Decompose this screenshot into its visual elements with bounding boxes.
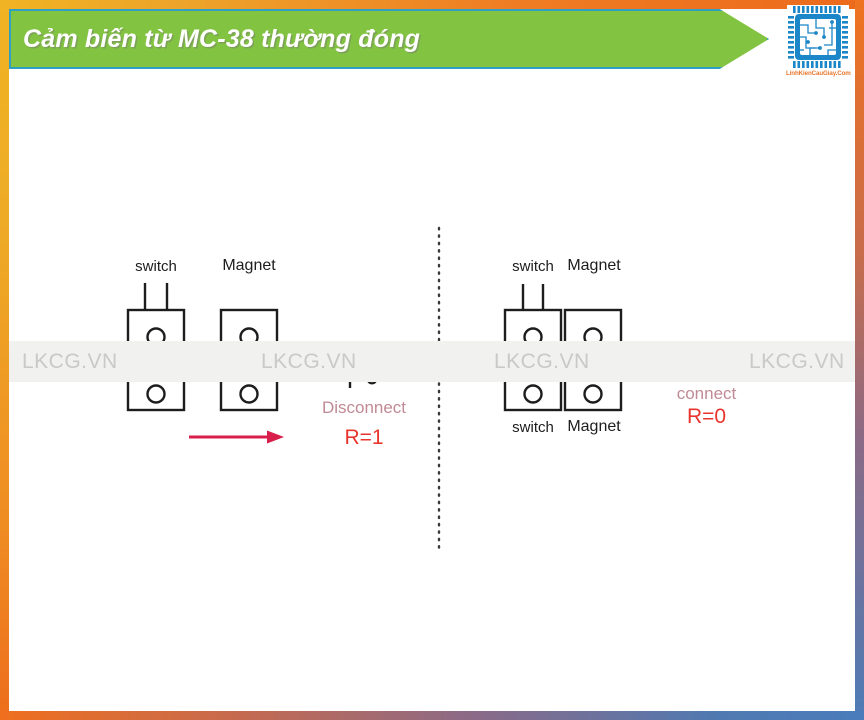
page-border-top	[0, 0, 864, 9]
site-logo[interactable]: LinhKienCauGiay.Com	[786, 4, 851, 86]
sensor-diagram: switch Magnet Disconnect R=1 switch Magn…	[9, 78, 855, 711]
right-state-label: connect	[676, 384, 737, 403]
microchip-icon	[787, 5, 849, 69]
right-switch-label-bottom: switch	[512, 419, 554, 436]
page-border-bottom	[0, 711, 864, 720]
right-magnet-label-bottom: Magnet	[567, 418, 621, 435]
left-switch-label: switch	[135, 258, 177, 275]
title-banner-arrow-shape	[9, 9, 769, 69]
page-title: Cảm biến từ MC-38 thường đóng	[23, 24, 421, 53]
left-resistance-label: R=1	[344, 426, 384, 449]
right-magnet-label-top: Magnet	[567, 257, 621, 274]
logo-caption: LinhKienCauGiay.Com	[786, 70, 851, 77]
page-border-left	[0, 0, 9, 712]
right-switch-label-top: switch	[512, 258, 554, 275]
title-banner: Cảm biến từ MC-38 thường đóng	[9, 9, 769, 69]
right-closed-switch-symbol	[641, 365, 769, 382]
left-panel-group	[126, 283, 419, 444]
right-resistance-label: R=0	[686, 405, 727, 428]
left-magnet-label: Magnet	[222, 257, 276, 274]
left-open-switch-symbol	[304, 347, 419, 388]
left-state-label: Disconnect	[321, 398, 407, 417]
page-border-right	[855, 0, 864, 712]
left-motion-arrow	[189, 430, 284, 444]
